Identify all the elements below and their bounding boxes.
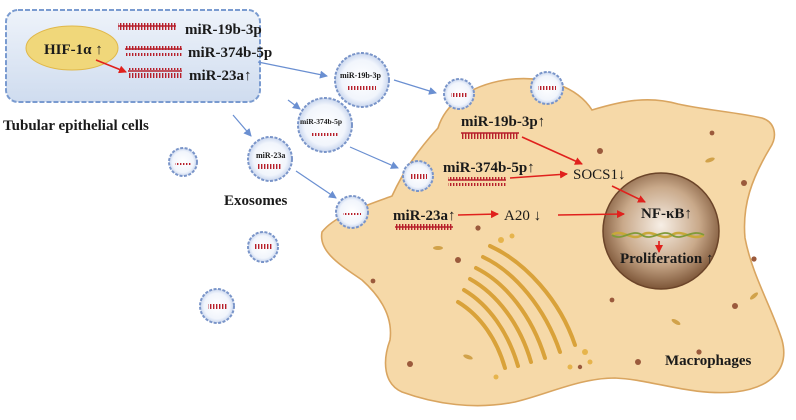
socs1-label: SOCS1↓ (573, 167, 626, 183)
tubular-mirna-label: miR-19b-3p (185, 22, 262, 38)
hif-to-mir23a-arrow (95, 59, 127, 74)
golgi-apparatus (456, 233, 593, 380)
exosome-vesicles (168, 52, 564, 324)
tubular-mirna-label: miR-374b-5p (188, 45, 272, 61)
rna-strand (125, 46, 182, 56)
macrophage-mirna-label: miR-374b-5p↑ (443, 160, 535, 176)
exosome-cargo-label: miR-23a (256, 151, 285, 160)
rna-strand (395, 224, 453, 233)
pathway-arrows (457, 136, 663, 253)
rna-strand (448, 177, 506, 186)
rna-strand (128, 68, 182, 78)
hif-blob (25, 25, 119, 71)
nfkb-label: NF-κB↑ (641, 206, 692, 222)
rna-strand (118, 23, 176, 33)
exosomes-label: Exosomes (224, 193, 287, 209)
exosome-cargo-label: miR-19b-3p (340, 71, 381, 80)
a20-label: A20 ↓ (504, 208, 541, 224)
proliferation-label: Proliferation ↑ (620, 251, 713, 267)
tubular-mirna-label: miR-23a↑ (189, 68, 252, 84)
macrophage-mirna-label: miR-19b-3p↑ (461, 114, 545, 130)
macrophage-cell (320, 77, 785, 407)
exosome-transport-arrows (232, 61, 437, 199)
nucleus (602, 172, 720, 290)
tubular-cells-label: Tubular epithelial cells (3, 118, 149, 134)
macrophages-label: Macrophages (665, 353, 752, 369)
macrophage-mirna-label: miR-23a↑ (393, 208, 456, 224)
hif-label: HIF-1α ↑ (44, 42, 103, 58)
rna-strand (461, 130, 519, 139)
exosome-cargo-label: miR-374b-5p (300, 117, 342, 126)
